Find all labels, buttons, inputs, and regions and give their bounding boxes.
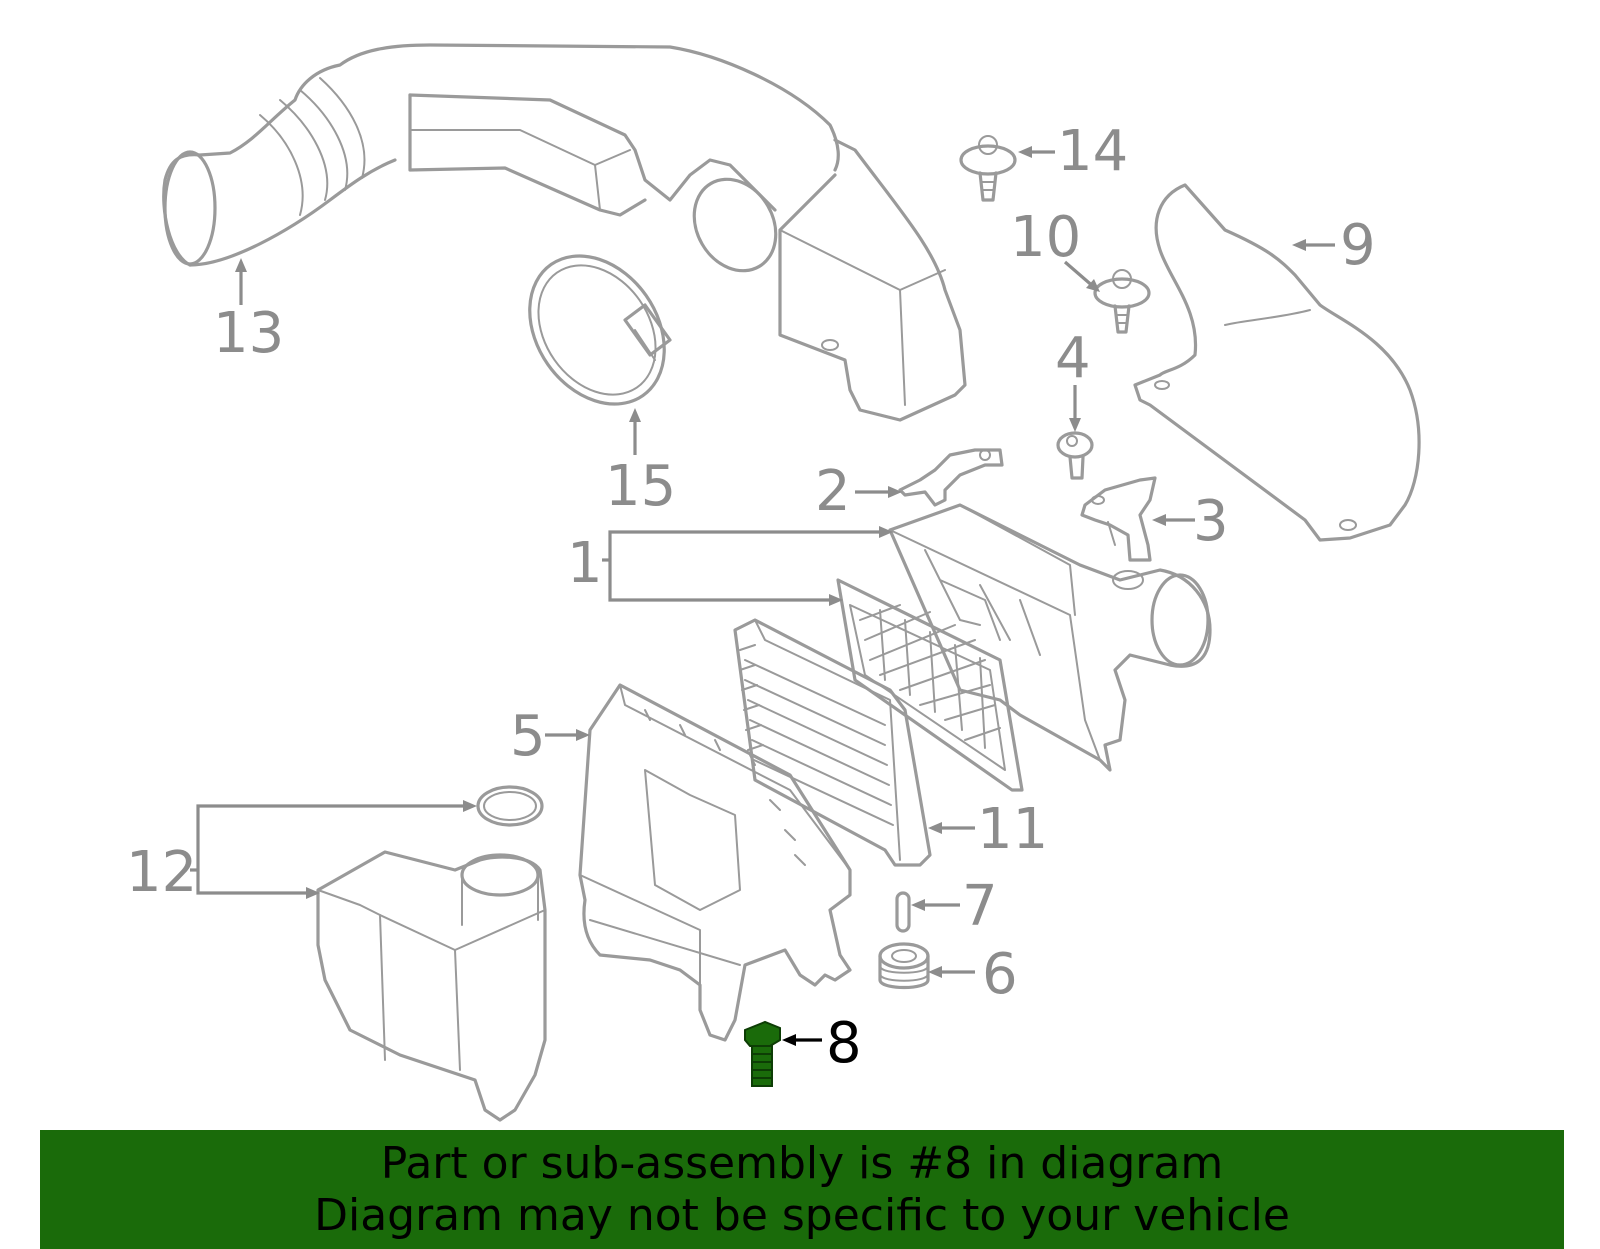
callout-label-9: 9 [1340,213,1376,278]
callout-label-6: 6 [982,942,1018,1007]
part-7-pin [895,891,911,933]
callout-label-12: 12 [126,840,197,905]
part-8-bolt-highlighted [744,1020,781,1087]
callout-label-11: 11 [977,797,1048,862]
banner-line-2: Diagram may not be specific to your vehi… [314,1189,1290,1241]
part-14-clip [959,135,1017,202]
part-10-clip [1093,269,1151,334]
callout-labels: 13 15 14 10 9 4 2 3 1 5 11 7 6 12 8 [126,119,1376,1076]
callout-label-15: 15 [605,454,676,519]
callout-leaders [190,146,1335,1046]
callout-label-13: 13 [213,301,284,366]
callout-label-3: 3 [1193,489,1229,554]
part-4-bolt [1056,431,1094,480]
part-12-resonator [316,785,547,1122]
callout-label-14: 14 [1057,119,1128,184]
callout-label-1: 1 [567,531,603,596]
part-5-lower-case [578,683,852,1042]
callout-label-10: 10 [1010,205,1081,270]
callout-label-4: 4 [1055,326,1091,391]
part-2-bracket [898,448,1004,507]
banner-line-1: Part or sub-assembly is #8 in diagram [380,1137,1224,1189]
part-11-filter-element [733,618,932,867]
part-3-bracket [1080,476,1157,562]
callout-label-7: 7 [962,874,998,939]
part-15-clamp [528,254,672,406]
callout-label-2: 2 [815,459,851,524]
callout-label-5: 5 [510,704,546,769]
part-1-upper-case [888,503,1212,772]
part-9-cover [1133,183,1421,542]
part-6-grommet [878,942,930,990]
callout-label-8: 8 [826,1011,862,1076]
part-13-intake-duct [162,43,967,422]
part-1-mesh-filter [836,578,1024,792]
info-banner: Part or sub-assembly is #8 in diagram Di… [40,1130,1564,1249]
